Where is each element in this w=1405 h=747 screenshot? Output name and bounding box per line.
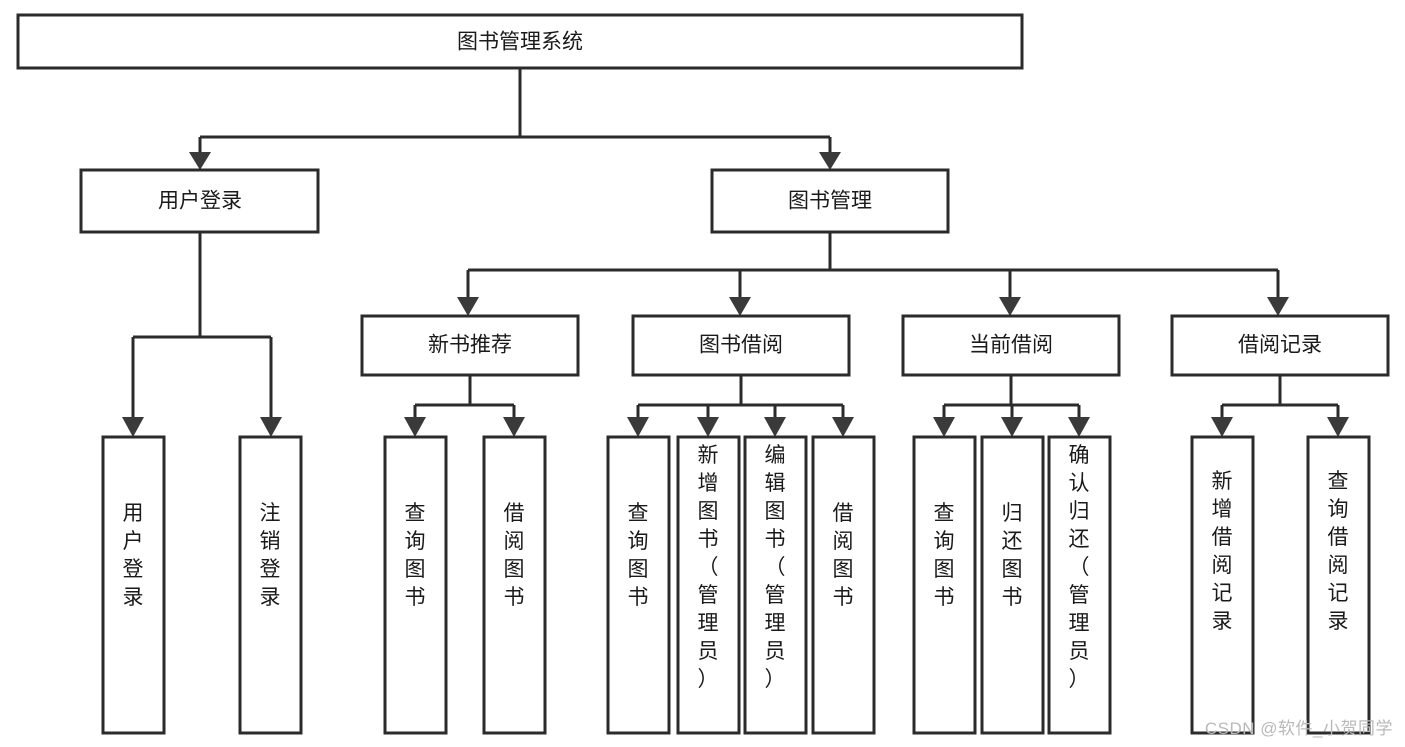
leaf-user-logout[interactable]: 注销登录 [238,435,303,735]
leaf-return-book[interactable]: 归还图书 [980,435,1045,735]
leaf-query-book-1[interactable]: 查询图书 [383,435,448,735]
arrow-to-new-book [457,297,479,316]
arrow-to-leaf-add-book [697,417,719,437]
node-book-borrow-label: 图书借阅 [699,334,783,357]
node-root[interactable]: 图书管理系统 [16,13,1024,70]
leaf-borrow-book-2-box[interactable] [811,435,876,735]
leaf-add-borrow-record[interactable]: 新增借阅记录 [1190,435,1255,735]
arrow-to-leaf-query-record [1327,417,1349,437]
leaf-query-book-1-box[interactable] [383,435,448,735]
connector-layer [122,68,1349,437]
leaf-confirm-return-admin-box[interactable] [1047,435,1112,735]
arrow-to-book-management [819,152,841,170]
leaf-confirm-return-admin[interactable]: 确认归还（管理员） [1047,435,1112,735]
leaf-add-borrow-record-label: 新增借阅记录 [1212,470,1233,633]
node-book-management-box[interactable] [710,168,950,234]
leaf-add-book-admin[interactable]: 新增图书（管理员） [676,435,741,735]
leaf-layer: 用户登录 注销登录 查询图书 借阅图书 查询图书 新增图书（管理员） 编辑图书（… [101,435,1371,735]
arrow-to-user-login [189,152,211,170]
leaf-edit-book-admin[interactable]: 编辑图书（管理员） [743,435,808,735]
node-user-login[interactable]: 用户登录 [79,168,320,234]
node-user-login-box[interactable] [79,168,320,234]
leaf-return-book-label: 归还图书 [1002,502,1023,609]
node-current-borrow-label: 当前借阅 [969,334,1053,357]
node-root-box[interactable] [16,13,1024,70]
node-book-borrow-box[interactable] [631,314,851,377]
node-current-borrow-box[interactable] [901,314,1121,377]
arrow-to-leaf-return-book [1001,417,1023,437]
leaf-user-login[interactable]: 用户登录 [101,435,166,735]
leaf-return-book-box[interactable] [980,435,1045,735]
arrow-to-leaf-query-book-1 [404,417,426,437]
node-new-book-recommend-label: 新书推荐 [428,334,512,357]
leaf-query-borrow-record-box[interactable] [1306,435,1371,735]
arrow-to-leaf-query-book-2 [627,417,649,437]
leaf-query-book-3-label: 查询图书 [934,502,955,609]
leaf-query-book-1-label: 查询图书 [405,502,426,609]
arrow-to-borrow-record [1267,297,1289,316]
node-borrow-record-label: 借阅记录 [1238,334,1322,357]
node-book-management[interactable]: 图书管理 [710,168,950,234]
node-book-management-label: 图书管理 [788,190,872,213]
leaf-borrow-book-2[interactable]: 借阅图书 [811,435,876,735]
leaf-user-logout-box[interactable] [238,435,303,735]
arrow-to-leaf-confirm-return [1068,417,1090,437]
arrow-to-leaf-borrow-book-1 [503,417,525,437]
node-borrow-record-box[interactable] [1170,314,1390,377]
leaf-add-book-admin-box[interactable] [676,435,741,735]
leaf-borrow-book-1-label: 借阅图书 [504,502,525,609]
arrow-to-leaf-user-logout [260,417,282,437]
leaf-borrow-book-1[interactable]: 借阅图书 [482,435,547,735]
node-borrow-record[interactable]: 借阅记录 [1170,314,1390,377]
node-book-borrow[interactable]: 图书借阅 [631,314,851,377]
node-user-login-label: 用户登录 [158,190,242,213]
node-new-book-recommend-box[interactable] [360,314,580,377]
leaf-query-book-2[interactable]: 查询图书 [606,435,671,735]
leaf-user-login-box[interactable] [101,435,166,735]
leaf-edit-book-admin-box[interactable] [743,435,808,735]
arrow-to-current-borrow [999,297,1021,316]
node-root-label: 图书管理系统 [457,31,583,54]
leaf-query-book-2-box[interactable] [606,435,671,735]
leaf-user-logout-label: 注销登录 [260,502,281,609]
leaf-user-login-label: 用户登录 [123,502,144,609]
node-new-book-recommend[interactable]: 新书推荐 [360,314,580,377]
arrow-to-leaf-query-book-3 [933,417,955,437]
leaf-add-borrow-record-box[interactable] [1190,435,1255,735]
leaf-confirm-return-admin-label: 确认归还（管理员） [1069,444,1090,691]
arrow-to-leaf-borrow-book-2 [832,417,854,437]
leaf-query-book-2-label: 查询图书 [628,502,649,609]
leaf-query-book-3[interactable]: 查询图书 [912,435,977,735]
arrow-to-book-borrow [729,297,751,316]
leaf-borrow-book-1-box[interactable] [482,435,547,735]
leaf-query-borrow-record-label: 查询借阅记录 [1328,470,1349,633]
node-current-borrow[interactable]: 当前借阅 [901,314,1121,377]
leaf-add-book-admin-label: 新增图书（管理员） [698,444,719,691]
arrow-to-leaf-add-record [1211,417,1233,437]
leaf-query-book-3-box[interactable] [912,435,977,735]
leaf-query-borrow-record[interactable]: 查询借阅记录 [1306,435,1371,735]
leaf-borrow-book-2-label: 借阅图书 [833,502,854,609]
arrow-to-leaf-user-login [122,417,144,437]
arrow-to-leaf-edit-book [764,417,786,437]
leaf-edit-book-admin-label: 编辑图书（管理员） [765,444,786,691]
